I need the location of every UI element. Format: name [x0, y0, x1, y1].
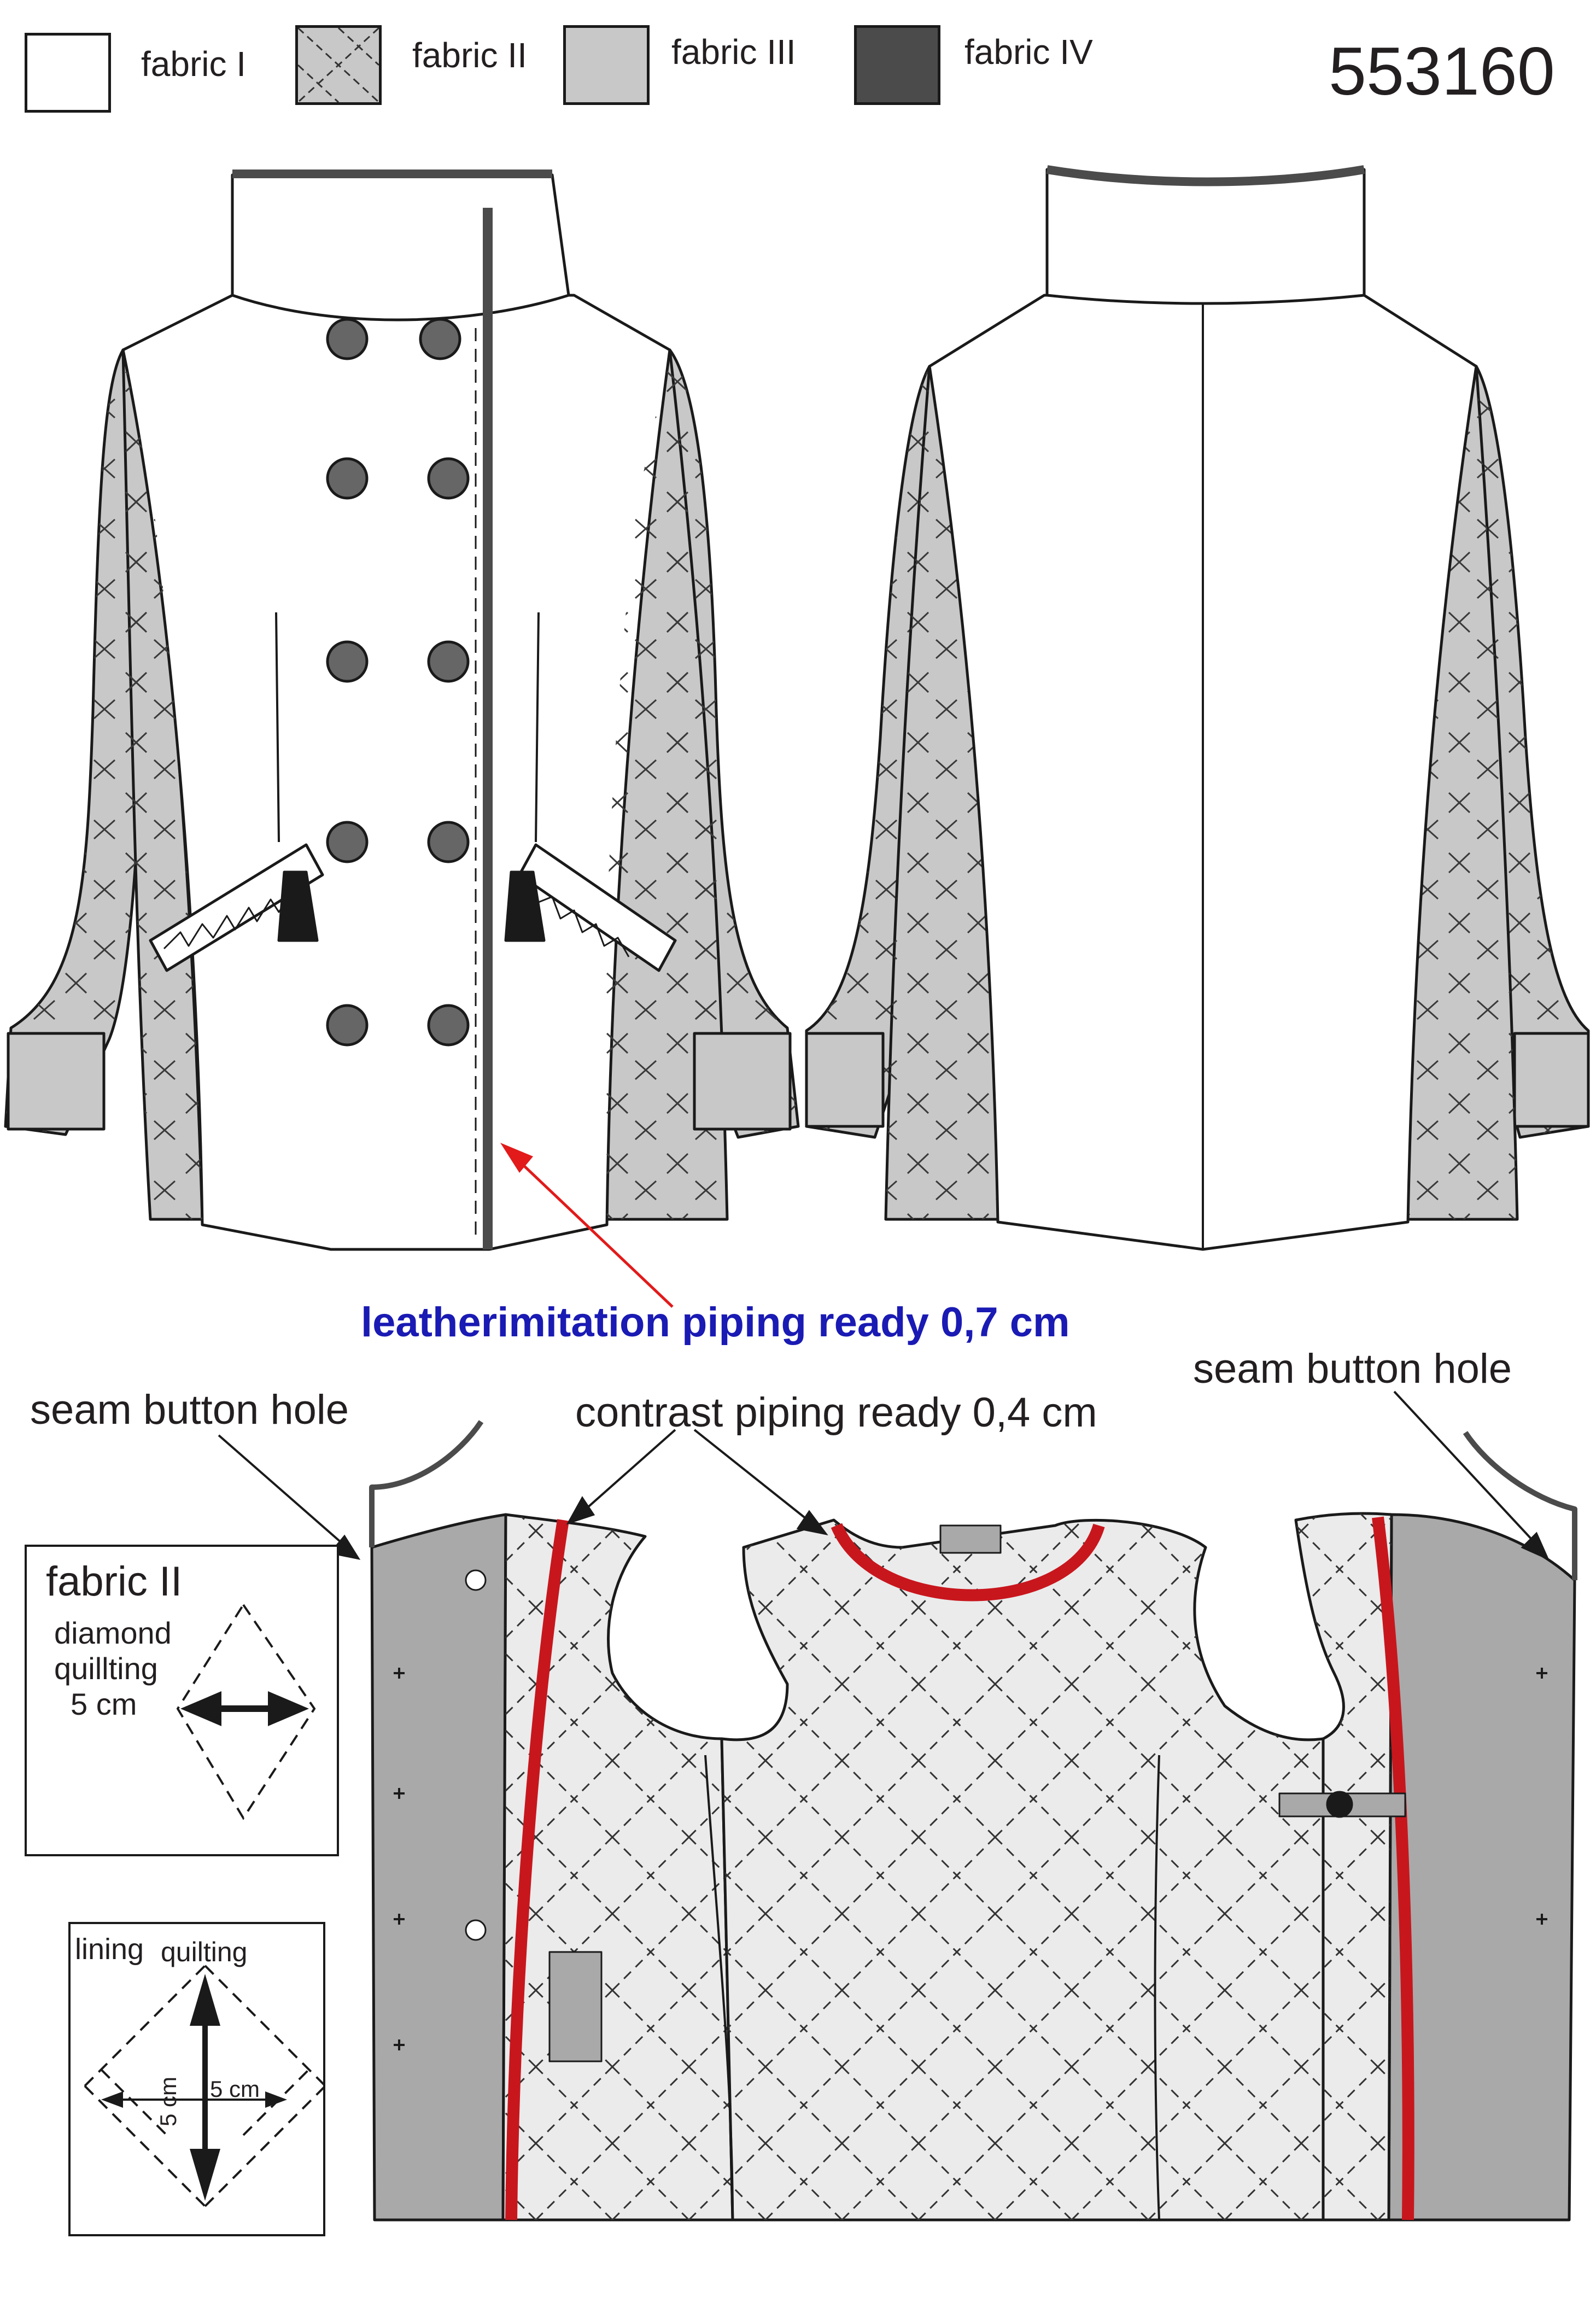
fabric-box-line1: diamond [54, 1616, 172, 1650]
front-right-cuff [693, 1032, 792, 1131]
inside-neck-contrast-piping [831, 1523, 1105, 1602]
diamond-quilting-diagram [176, 1603, 316, 1820]
back-view [805, 165, 1590, 1251]
front-right-zip-pocket [504, 843, 677, 972]
front-left-zip-pocket [149, 843, 324, 972]
inside-phone-pocket [548, 1951, 603, 2062]
fabric-2-quilting-box: fabric II diamond quillting 5 cm [25, 1545, 339, 1856]
hanger-loop [939, 1524, 1002, 1554]
legend-label-fabric-4: fabric IV [964, 32, 1093, 72]
front-body [121, 294, 671, 1251]
inside-view [369, 1420, 1577, 2222]
legend-label-fabric-1: fabric I [141, 44, 247, 84]
piping-callout-arrow [500, 1143, 674, 1308]
back-collar [1045, 168, 1366, 305]
fabric-box-title: fabric II [46, 1558, 183, 1605]
back-collar-top-piping [1046, 165, 1365, 186]
front-collar [231, 173, 570, 322]
model-number: 553160 [1329, 34, 1555, 109]
back-right-cuff [1513, 1032, 1590, 1128]
leather-piping-label: leatherimitation piping ready 0,7 cm [361, 1299, 1070, 1346]
seam-button-hole-right-label: seam button hole [1193, 1346, 1512, 1392]
contrast-piping-label: contrast piping ready 0,4 cm [575, 1389, 1097, 1436]
fabric-1-swatch [25, 33, 111, 113]
inside-left-facing [370, 1513, 507, 2222]
fabric-2-swatch [295, 25, 382, 105]
inside-right-facing [1387, 1513, 1576, 2222]
lining-quilting-box: lining quilting 5 cm 5 cm [68, 1922, 325, 2236]
front-buttons [326, 318, 470, 1047]
lining-box-size-h: 5 cm [210, 2076, 260, 2102]
legend-label-fabric-3: fabric III [671, 32, 796, 72]
fabric-box-line2: quillting [54, 1651, 158, 1686]
inside-right-contrast-piping [1372, 1516, 1414, 2220]
fabric-3-swatch [563, 25, 650, 105]
inside-left-contrast-piping [505, 1519, 569, 2220]
back-left-cuff [805, 1032, 885, 1128]
front-left-cuff [7, 1032, 106, 1131]
front-view [4, 170, 800, 1251]
seam-button-hole-left-label: seam button hole [30, 1387, 349, 1433]
fabric-box-size: 5 cm [71, 1687, 137, 1721]
fabric-4-swatch [854, 25, 940, 105]
lining-box-size-v: 5 cm [155, 2076, 181, 2126]
lining-quilting-diagram [84, 1965, 325, 2207]
legend-label-fabric-2: fabric II [412, 36, 527, 75]
lining-box-title-a: lining [75, 1933, 144, 1966]
lining-box-title-b: quilting [161, 1937, 248, 1967]
